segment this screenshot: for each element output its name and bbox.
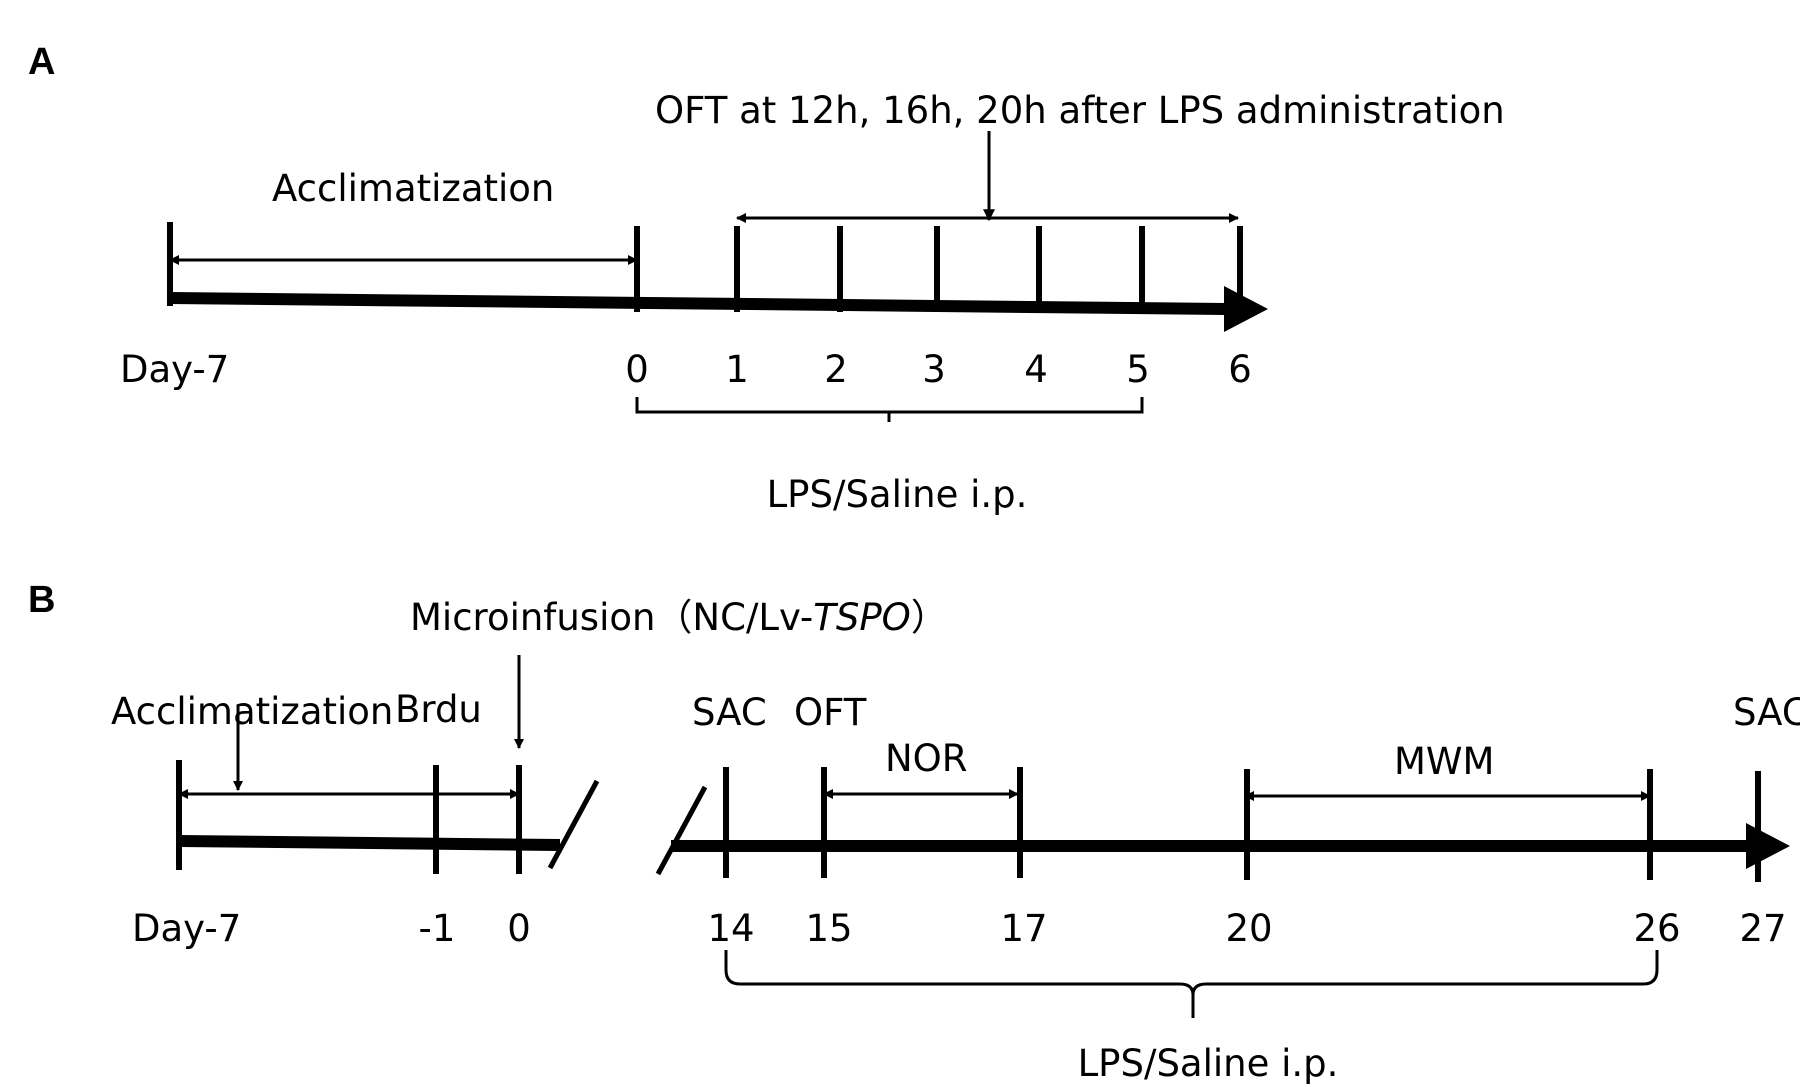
panel-a-tick-label: 0 [625,348,649,391]
panel-b-letter: B [28,579,55,621]
panel-b-timeline-axis-right [671,840,1748,852]
panel-b-tick-label: 0 [507,907,531,950]
panel-a-timeline-axis [170,292,1225,315]
panel-b-injection-brace [724,950,1659,1018]
panel-a-tick-label: 6 [1228,348,1252,391]
panel-b-tick-label: Day-7 [132,907,241,950]
panel-b-timeline-arrowhead [1746,823,1790,869]
panel-b: B Microinfusion（NC/Lv-TSPO） Acclimatizat… [28,579,1800,1085]
panel-b-tick-label: -1 [419,907,456,950]
panel-b-mwm-label: MWM [1394,740,1494,783]
panel-b-oft-label: OFT [794,691,867,734]
panel-a-tick-label: 4 [1024,348,1048,391]
panel-b-tick-label: 15 [805,907,852,950]
panel-a-tick-label: 3 [922,348,946,391]
panel-b-tick-label: 26 [1633,907,1680,950]
panel-b-tick-label: 14 [707,907,754,950]
panel-b-tick-marks [176,760,1761,882]
panel-a-injection-label: LPS/Saline i.p. [767,473,1028,516]
panel-b-sac-label-start: SAC [692,691,767,734]
panel-b-timeline-axis-left [179,835,560,851]
panel-b-axis-break-right [655,785,708,876]
panel-a-letter: A [28,41,55,83]
panel-b-nor-label: NOR [885,737,968,780]
panel-a-injection-brace [635,397,1144,422]
panel-b-acclimatization-label: Acclimatization [111,690,393,733]
panel-a-timeline-arrowhead [1224,286,1268,332]
panel-b-microinfusion-label: Microinfusion（NC/Lv-TSPO） [410,596,948,639]
panel-a-oft-note: OFT at 12h, 16h, 20h after LPS administr… [655,89,1505,132]
panel-a: A OFT at 12h, 16h, 20h after LPS adminis… [28,41,1505,516]
panel-b-tick-label: 27 [1739,907,1786,950]
panel-a-tick-marks [167,222,1243,312]
panel-a-tick-label: Day-7 [120,348,229,391]
panel-b-brdu-label: Brdu [395,688,482,731]
panel-b-injection-label: LPS/Saline i.p. [1078,1042,1339,1085]
panel-a-tick-label: 1 [725,348,749,391]
panel-b-tick-label: 17 [1000,907,1047,950]
panel-a-tick-label: 2 [824,348,848,391]
panel-b-sac-label-end: SAC [1733,691,1800,734]
panel-b-tick-label: 20 [1225,907,1272,950]
panel-b-axis-break-left [547,779,600,870]
panel-a-acclimatization-label: Acclimatization [272,167,554,210]
panel-a-tick-label: 5 [1126,348,1150,391]
